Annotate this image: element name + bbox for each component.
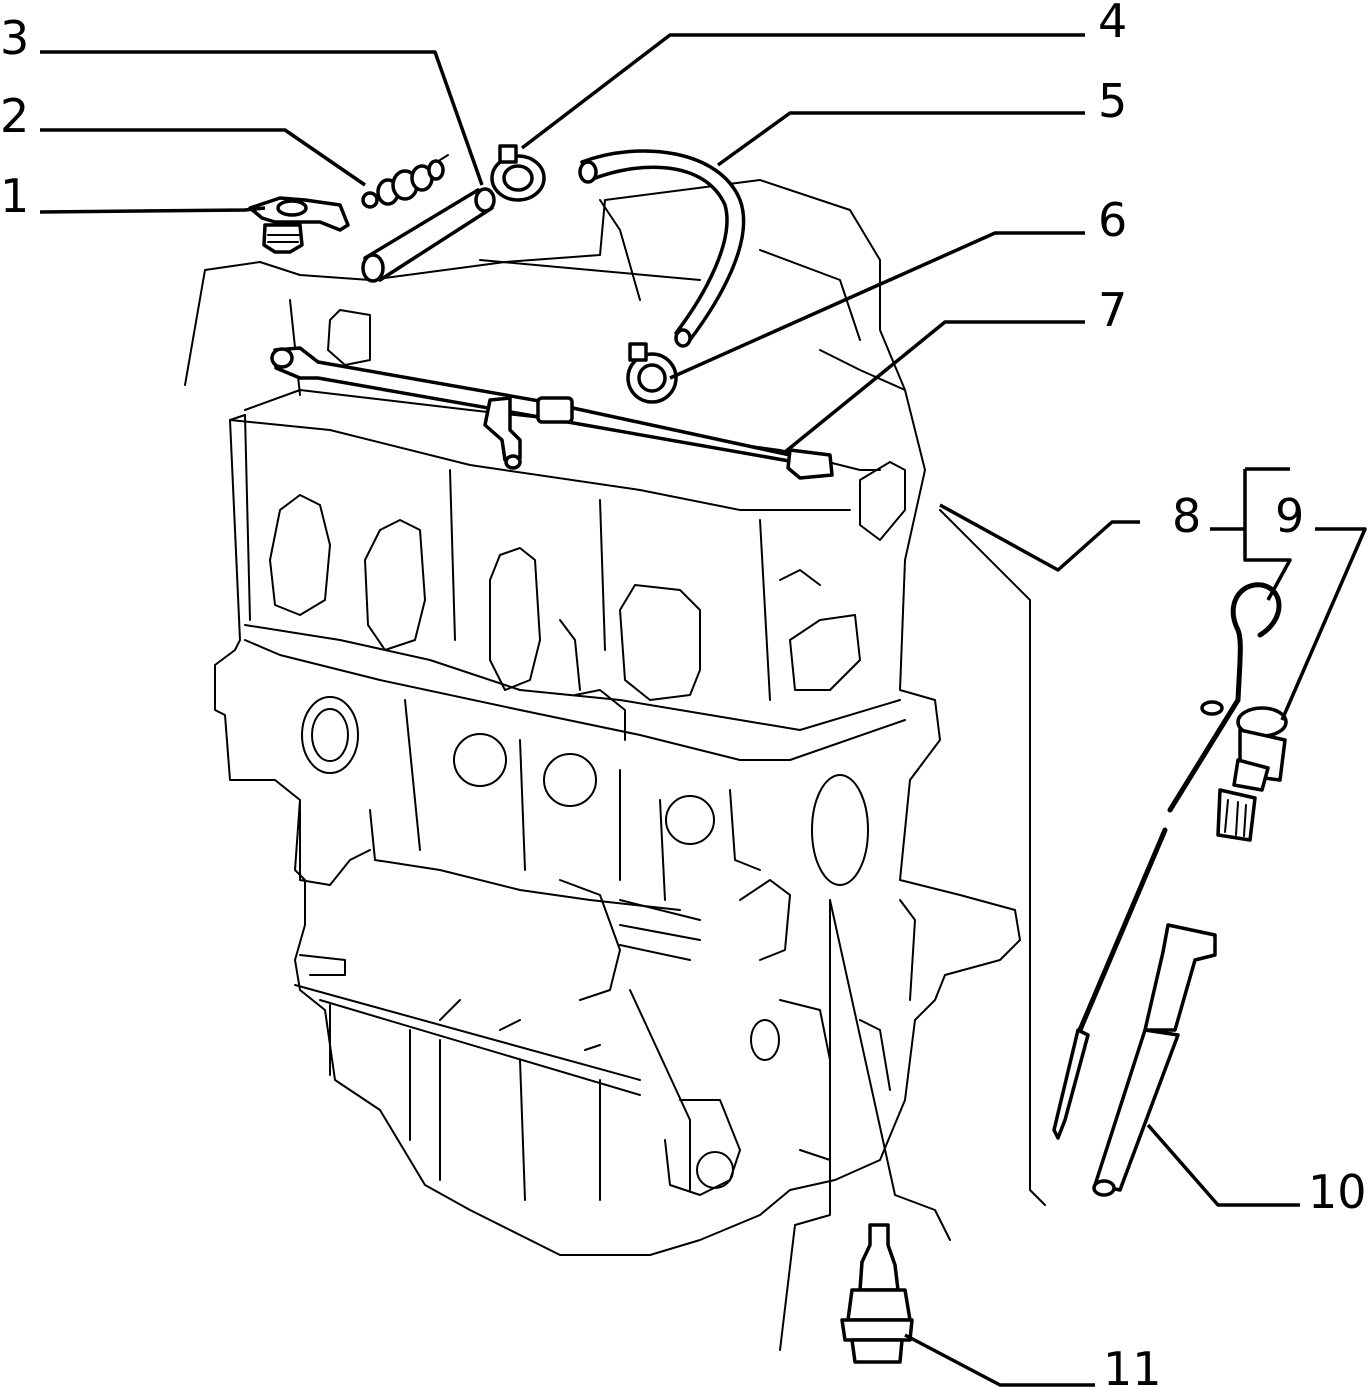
curved-hose	[578, 149, 746, 348]
callout-1: 1	[0, 169, 29, 223]
hose-clamp-upper	[490, 144, 546, 202]
breather-pipe	[270, 346, 834, 480]
engine-block	[184, 179, 1021, 1256]
callout-9: 9	[1275, 489, 1304, 543]
callout-3: 3	[0, 11, 29, 65]
callout-2: 2	[0, 89, 29, 143]
callout-4: 4	[1098, 0, 1127, 48]
oil-filler-cap	[248, 196, 350, 254]
leader-lines	[39, 33, 1367, 1387]
callout-6: 6	[1098, 193, 1127, 247]
breather-valve	[361, 154, 449, 209]
dipstick	[1052, 582, 1282, 1140]
dipstick-seal	[1216, 706, 1288, 842]
callout-7: 7	[1098, 283, 1127, 337]
hose-clamp-lower	[626, 342, 678, 404]
callout-10: 10	[1308, 1165, 1367, 1219]
callout-5: 5	[1098, 74, 1127, 128]
hose-tube	[361, 187, 496, 283]
dipstick-tube	[1092, 923, 1217, 1197]
callout-8: 8	[1172, 489, 1201, 543]
spark-plug	[840, 1223, 914, 1364]
callout-11: 11	[1103, 1342, 1162, 1389]
